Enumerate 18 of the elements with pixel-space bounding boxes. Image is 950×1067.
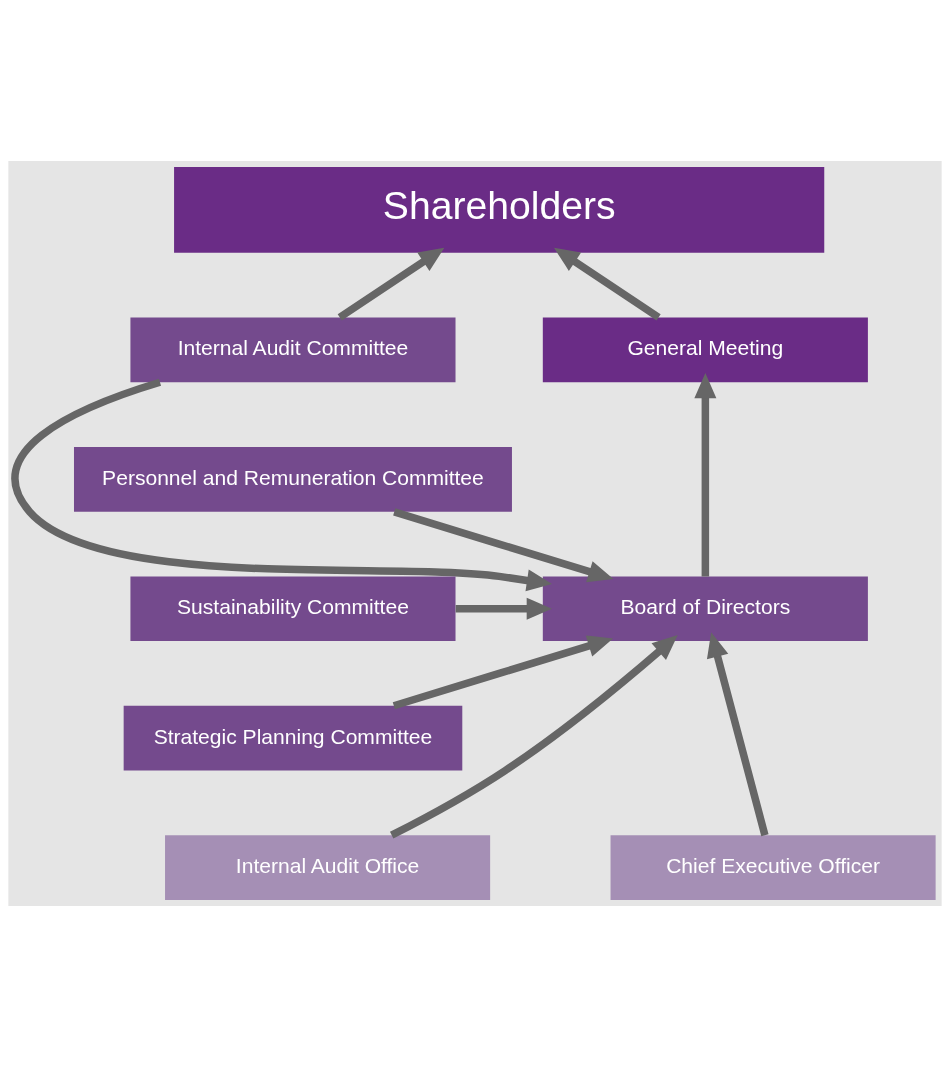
node-box: Sustainability Committee [130,576,456,642]
node-box: Board of Directors [542,576,868,642]
node-box: Internal Audit Office [165,835,491,900]
node-box: Personnel and Remuneration Committee [74,446,512,512]
node-box: Internal Audit Committee [130,317,456,383]
node-box: Shareholders [174,167,825,253]
node-box: Strategic Planning Committee [123,705,463,771]
arrow [393,508,614,583]
arrow [11,378,553,592]
arrow [337,247,445,321]
arrow [392,635,614,710]
arrow [694,372,717,577]
arrow [554,247,661,321]
node-box: General Meeting [542,317,868,383]
node-box: Chief Executive Officer [610,835,936,900]
arrow [706,632,769,837]
arrow [389,635,678,839]
arrow [455,597,552,620]
